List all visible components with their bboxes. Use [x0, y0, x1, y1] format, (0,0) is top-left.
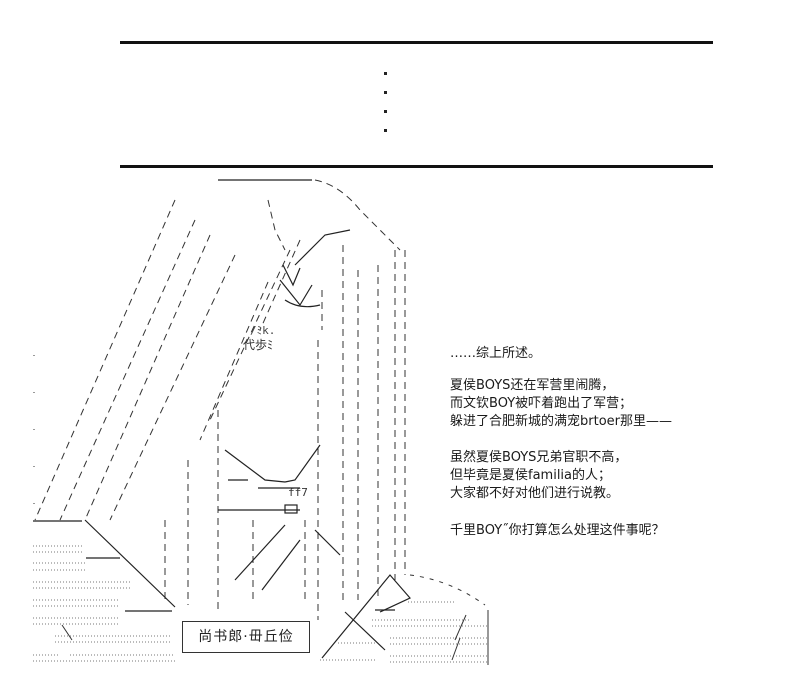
- bottom-divider: [120, 165, 713, 168]
- ellipsis-dots: [384, 72, 390, 148]
- narration-paragraph: 虽然夏侯BOYS兄弟官职不高， 但毕竟是夏侯familia的人； 大家都不好对他…: [450, 450, 628, 501]
- ascii-scribble: ff7: [288, 486, 308, 499]
- speaker-name-label: 尚书郎·毌丘俭: [182, 621, 310, 653]
- narration-paragraph: 夏侯BOYS还在军营里闹腾， 而文钦BOY被吓着跑出了军营； 躲进了合肥新城的满…: [450, 378, 672, 429]
- narration-line: ……综上所述。: [450, 346, 542, 361]
- narration-question: 千里BOY˝你打算怎么处理这件事呢？: [450, 523, 665, 538]
- ascii-scribble: 代歩ﾐ: [243, 338, 274, 352]
- top-divider: [120, 41, 713, 44]
- ascii-scribble: /ﾐk.: [250, 324, 276, 337]
